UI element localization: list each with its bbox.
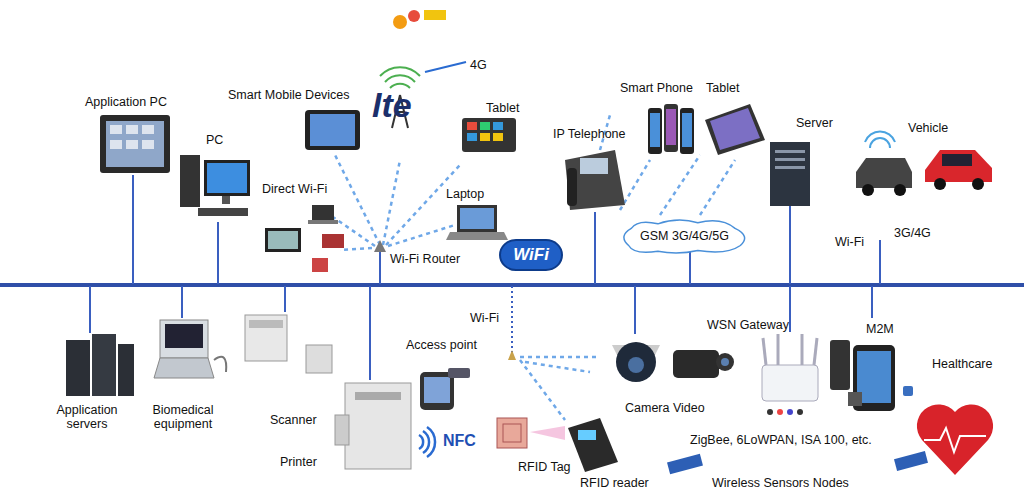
device-label: IP Telephone: [553, 127, 626, 141]
device-label: Camera Video: [625, 401, 705, 415]
lte-logo: lte: [372, 86, 412, 125]
nfc-logo: NFC: [443, 432, 476, 450]
device-label: Wi-Fi: [835, 235, 864, 249]
node-text: GSM 3G/4G/5G: [640, 229, 729, 243]
device-label: 4G: [470, 58, 487, 72]
device-label: WSN Gateway: [707, 318, 789, 332]
device-label: Tablet: [486, 101, 519, 115]
device-label: Wi-Fi: [470, 311, 499, 325]
device-label: Application PC: [85, 95, 167, 109]
device-label: Wireless Sensors Nodes: [712, 476, 849, 490]
device-label: ZigBee, 6LoWPAN, ISA 100, etc.: [690, 433, 872, 447]
device-label: PC: [206, 133, 223, 147]
device-label: Smart Mobile Devices: [228, 88, 350, 102]
device-label: Server: [796, 116, 833, 130]
device-label: Scanner: [270, 413, 317, 427]
wifi-logo: WiFi: [499, 239, 563, 271]
device-label: M2M: [866, 322, 894, 336]
node-text: WiFi: [513, 245, 549, 265]
network-cloud: GSM 3G/4G/5G: [618, 217, 751, 255]
device-label: Laptop: [446, 187, 484, 201]
device-label: Vehicle: [908, 121, 948, 135]
device-label: Wi-Fi Router: [390, 252, 460, 266]
device-label: Access point: [406, 338, 477, 352]
device-label: Smart Phone: [620, 81, 693, 95]
device-label: Application servers: [48, 403, 126, 432]
device-label: Biomedical equipment: [142, 403, 224, 432]
device-label: Tablet: [706, 81, 739, 95]
device-label: RFID Tag: [518, 460, 571, 474]
device-label: 3G/4G: [894, 226, 931, 240]
device-label: Printer: [280, 455, 317, 469]
device-label: Healthcare: [932, 357, 992, 371]
device-label: Direct Wi-Fi: [262, 182, 327, 196]
device-label: RFID reader: [580, 476, 649, 490]
